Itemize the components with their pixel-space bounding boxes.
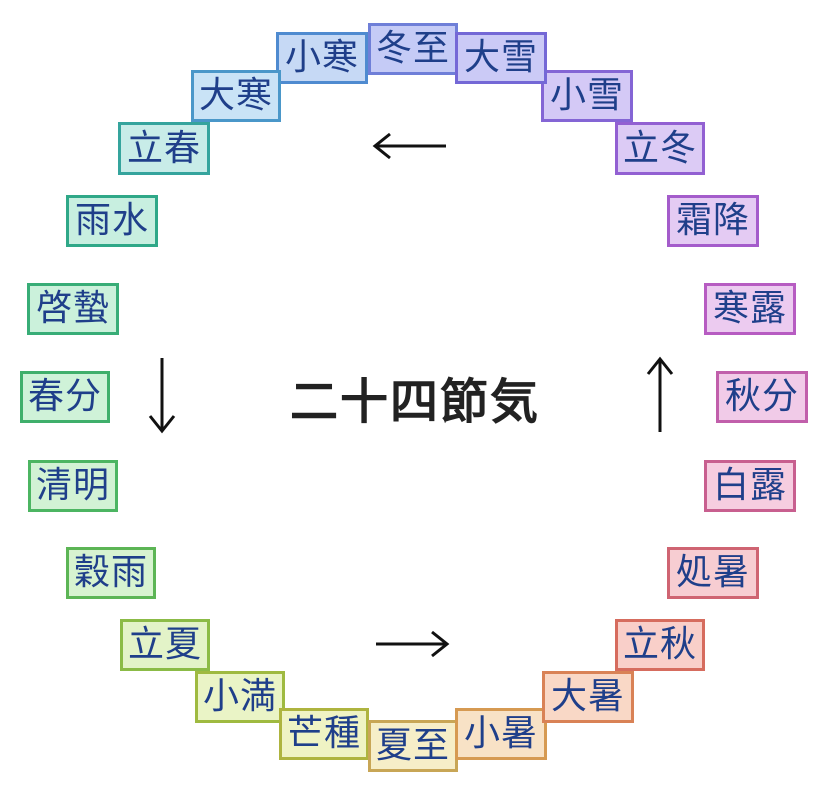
term-box: 夏至 <box>368 720 458 772</box>
term-box: 寒露 <box>704 283 796 335</box>
term-box: 啓蟄 <box>27 283 119 335</box>
term-box: 小満 <box>195 671 285 723</box>
term-box: 清明 <box>28 460 118 512</box>
term-box: 大寒 <box>191 70 281 122</box>
arrow-left-icon <box>372 132 446 160</box>
arrow-right-icon <box>376 630 450 658</box>
term-box: 立春 <box>118 122 210 175</box>
arrow-down-icon <box>148 358 176 434</box>
term-box: 処暑 <box>667 547 759 599</box>
term-box: 芒種 <box>279 708 369 760</box>
term-box: 立冬 <box>615 122 705 175</box>
term-box: 小雪 <box>541 70 633 122</box>
term-box: 立秋 <box>615 619 705 671</box>
term-box: 雨水 <box>66 195 158 247</box>
diagram-title: 二十四節気 <box>289 374 540 430</box>
term-box: 大雪 <box>455 32 547 84</box>
term-box: 白露 <box>704 460 796 512</box>
term-box: 霜降 <box>667 195 759 247</box>
term-box: 大暑 <box>542 671 634 723</box>
term-box: 穀雨 <box>66 547 156 599</box>
term-box: 立夏 <box>120 619 210 671</box>
term-box: 小暑 <box>455 708 547 760</box>
term-box: 冬至 <box>368 23 458 75</box>
term-box: 春分 <box>20 371 110 423</box>
term-box: 秋分 <box>716 371 808 423</box>
arrow-up-icon <box>646 356 674 432</box>
term-box: 小寒 <box>276 32 368 84</box>
